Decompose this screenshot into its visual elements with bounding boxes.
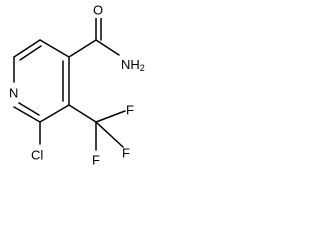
bond-ring-carbonyl	[68, 39, 97, 58]
bond-cf3-f1	[95, 110, 126, 123]
bond-c2-c3	[13, 39, 41, 58]
chlorine-label: Cl	[31, 148, 43, 163]
bond-c3-c4	[39, 39, 70, 58]
fluorine-1-label: F	[126, 103, 134, 118]
fluorine-2-label: F	[122, 146, 130, 161]
ring-nitrogen-label: N	[9, 86, 18, 101]
bond-c6-n1	[13, 106, 41, 123]
fluorine-3-label: F	[92, 153, 100, 168]
amide-subscript: 2	[140, 63, 145, 73]
atom-labels: N O NH2 Cl F F F	[6, 2, 145, 168]
structure-diagram: N O NH2 Cl F F F	[6, 2, 145, 168]
carbonyl-oxygen-label: O	[93, 3, 103, 18]
bond-cf3-f2	[95, 121, 124, 148]
bond-c6-n1-inner	[18, 102, 40, 116]
amide-nitrogen-label: NH2	[121, 57, 145, 74]
bond-ring-cf3	[68, 104, 97, 123]
substituent-bonds	[39, 15, 126, 151]
bond-carbonyl-amide	[95, 39, 120, 56]
bond-c2-c3-inner	[19, 45, 42, 61]
ring-bonds	[13, 39, 70, 123]
bond-c5-c6	[39, 104, 70, 123]
